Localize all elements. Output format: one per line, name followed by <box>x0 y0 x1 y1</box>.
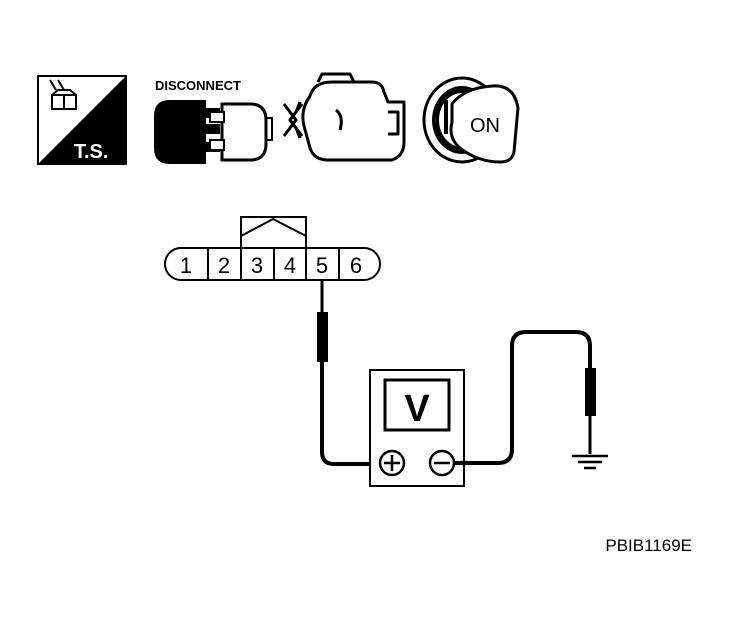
connector-pin-1: 1 <box>180 253 192 278</box>
ground-symbol <box>572 454 608 470</box>
ts-label: T.S. <box>74 141 108 163</box>
harness-connector: 1 2 3 4 5 6 <box>164 216 381 281</box>
connector-pin-4: 4 <box>284 253 296 278</box>
connector-pin-3: 3 <box>251 253 263 278</box>
ignition-on-label: ON <box>470 115 500 137</box>
connector-pin-6: 6 <box>350 253 362 278</box>
figure-code: PBIB1169E <box>605 536 692 555</box>
engine-stopped-icon <box>282 72 406 162</box>
negative-test-lead <box>454 330 596 465</box>
connector-pin-5: 5 <box>316 253 328 278</box>
voltmeter: V <box>369 369 465 487</box>
positive-test-lead <box>317 280 378 466</box>
voltmeter-symbol: V <box>404 388 430 430</box>
disconnect-label: DISCONNECT <box>155 78 241 93</box>
trouble-diagnosis-icon: T.S. <box>37 75 127 165</box>
ignition-key-on-icon: ON <box>422 76 520 164</box>
negative-terminal-icon <box>428 449 456 477</box>
connector-pin-2: 2 <box>218 253 230 278</box>
positive-terminal-icon <box>378 449 406 477</box>
connector-disconnect-icon: DISCONNECT <box>154 78 273 164</box>
